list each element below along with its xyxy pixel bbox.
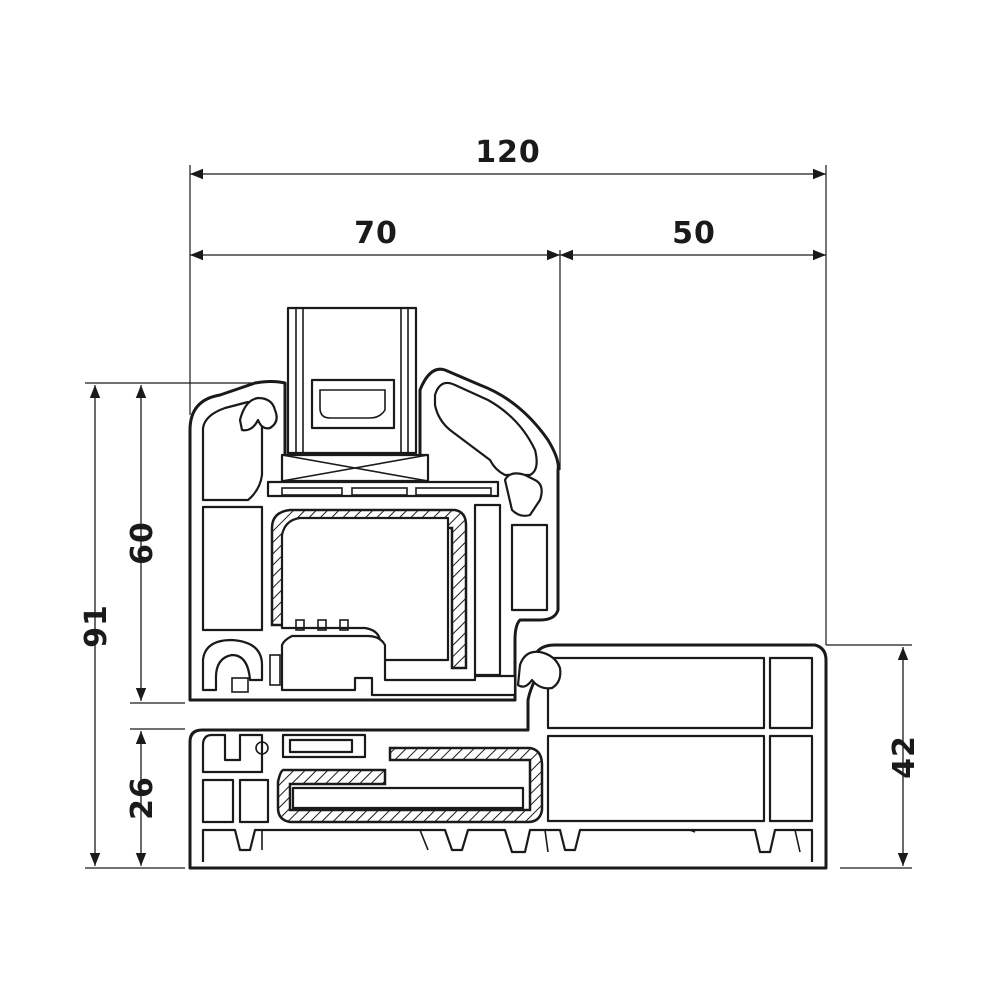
frame-steel-reinforcement [276,746,544,824]
sash-rail [266,480,500,498]
dimension-60: 60 [125,385,160,701]
sash-gasket-right [503,472,543,517]
sash-right-chamber-1 [473,503,502,677]
dimension-label-91: 91 [79,604,114,648]
frame-chamber-upper [546,656,766,730]
dimension-50: 50 [560,216,826,261]
dimension-120: 120 [190,135,826,180]
frame-chamber-left [201,778,235,824]
dimension-label-50: 50 [672,216,716,251]
frame-chamber-lower [546,734,766,823]
dimension-label-60: 60 [125,521,160,565]
dimension-label-26: 26 [125,776,160,820]
dimension-26: 26 [125,731,160,866]
dimension-42: 42 [887,647,922,866]
glazing-bead [433,381,538,477]
sash-gasket-left [238,396,278,432]
frame-chamber-top-left-inner [288,738,354,754]
frame-inner-chamber [291,786,525,810]
frame-chamber-lower-small [768,734,814,823]
frame-chamber-left-2 [238,778,270,824]
glass-spacer [310,378,396,430]
dimension-label-120: 120 [475,135,541,170]
sash-right-chamber-2 [510,523,549,612]
frame-gasket [516,650,562,690]
dimension-70: 70 [190,216,560,261]
frame-left-hook [201,733,264,774]
sash-bottom-hook [201,638,264,692]
dimension-label-42: 42 [887,735,922,779]
dimension-label-70: 70 [354,216,398,251]
sash-lower-chamber [280,634,517,697]
frame-chamber-upper-small [768,656,814,730]
sash-left-chamber-lower [201,505,264,632]
sash-profile [188,306,560,702]
frame-bottom-feet [201,828,814,862]
frame-profile [188,643,828,870]
dimension-91: 91 [79,385,114,866]
